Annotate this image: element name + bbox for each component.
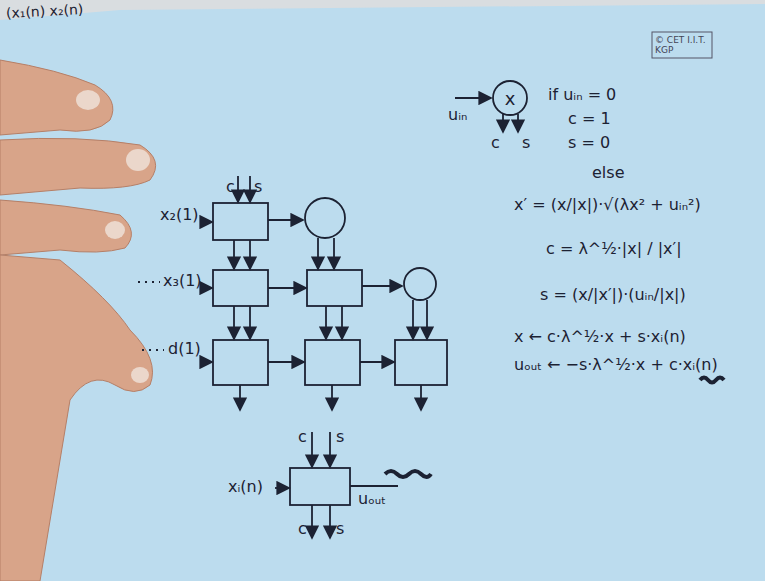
signal-name: c	[491, 134, 500, 152]
equation: c = λ^½·|x| / |x′|	[546, 240, 682, 258]
equation: s = (x/|x′|)·(uᵢₙ/|x|)	[540, 286, 686, 304]
output-name: uₒᵤₜ	[358, 490, 386, 508]
equation: s = 0	[568, 134, 610, 152]
corner-note: (x₁(n) x₂(n)	[6, 1, 84, 21]
cell-variable: x	[505, 88, 516, 109]
signal-name: c	[298, 520, 307, 538]
equation: c = 1	[568, 110, 611, 128]
paper-edge	[0, 0, 765, 20]
equation: x′ = (x/|x|)·√(λx² + uᵢₙ²)	[514, 196, 701, 214]
dotted-lead	[138, 282, 164, 350]
watermark-frame	[652, 32, 712, 58]
signal-name: s	[254, 178, 262, 196]
equation: x ← c·λ^½·x + s·xᵢ(n)	[514, 328, 686, 346]
condition: if uᵢₙ = 0	[548, 86, 616, 104]
cell-detail	[275, 432, 431, 538]
hand	[0, 60, 156, 581]
input-name: x₃(1)	[163, 272, 202, 290]
systolic-array	[208, 176, 447, 410]
watermark: © CET I.I.T. KGP	[655, 35, 711, 56]
input-name: x₂(1)	[160, 206, 199, 224]
signal-name: s	[336, 428, 344, 446]
equation: uₒᵤₜ ← −s·λ^½·x + c·xᵢ(n)	[514, 356, 718, 374]
boundary-cell-arrows	[455, 98, 724, 383]
input-name: d(1)	[168, 340, 201, 358]
input-name: xᵢ(n)	[228, 478, 263, 496]
condition: else	[592, 164, 624, 182]
signal-name: s	[522, 134, 530, 152]
signal-name: c	[298, 428, 307, 446]
signal-name: s	[336, 520, 344, 538]
signal-name: uᵢₙ	[448, 106, 467, 124]
boundary-cell-circle: x	[491, 79, 529, 117]
signal-name: c	[226, 178, 235, 196]
